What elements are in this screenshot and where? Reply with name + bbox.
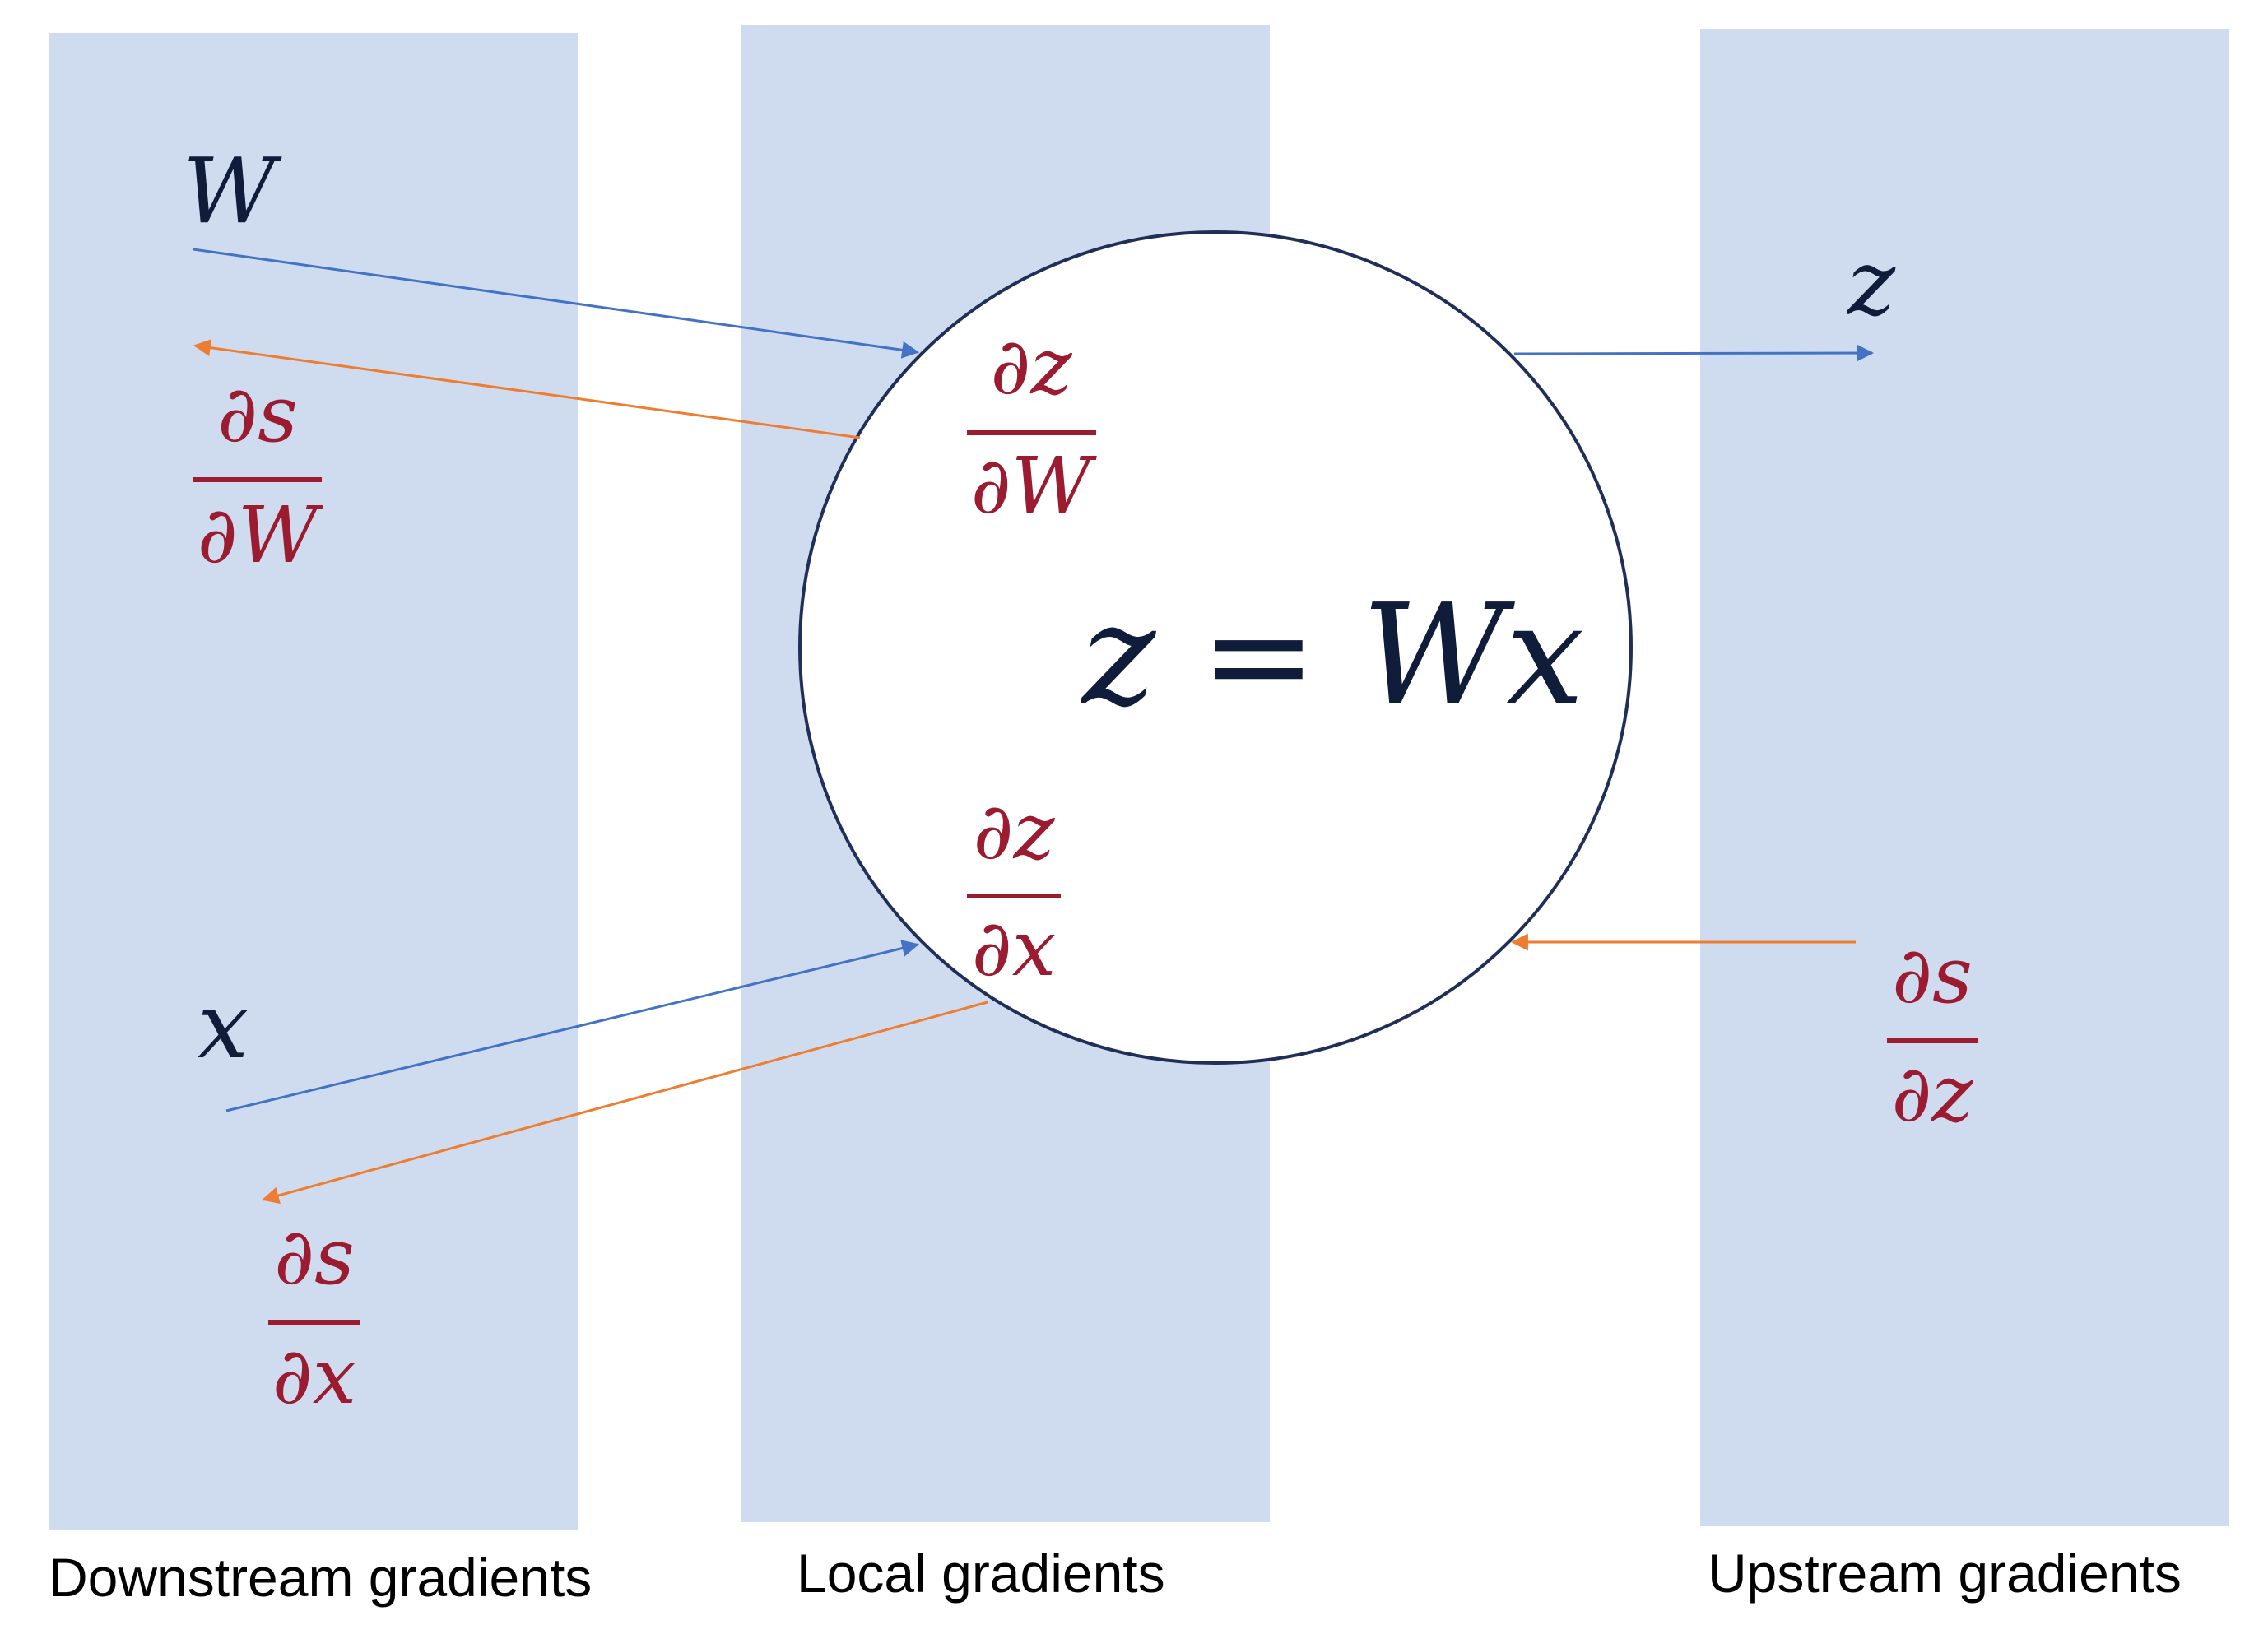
- fraction-numerator: ∂s: [1892, 931, 1973, 1021]
- input-x-label: x: [198, 973, 249, 1079]
- fraction-denominator: ∂W: [198, 490, 324, 581]
- fraction-denominator: ∂W: [971, 441, 1098, 532]
- caption-downstream: Downstream gradients: [49, 1547, 592, 1608]
- fraction-numerator: ∂s: [274, 1212, 355, 1302]
- fraction-numerator: ∂z: [973, 787, 1055, 877]
- upstream-panel: [1700, 29, 2229, 1526]
- fraction-numerator: ∂z: [990, 322, 1072, 412]
- caption-local: Local gradients: [797, 1543, 1165, 1604]
- fraction-denominator: ∂x: [272, 1331, 357, 1422]
- input-w-label: W: [183, 138, 282, 244]
- output-z-label: z: [1846, 230, 1896, 336]
- fraction-denominator: ∂z: [1891, 1049, 1973, 1140]
- caption-upstream: Upstream gradients: [1708, 1543, 2182, 1604]
- fraction-numerator: ∂s: [217, 369, 298, 460]
- node-circle: [798, 230, 1633, 1065]
- downstream-panel: [49, 33, 578, 1530]
- downstream-gradient-ds-dw: ∂s ∂W: [193, 369, 324, 581]
- forward-arrow-x: [225, 940, 920, 1112]
- backward-arrow-x: [261, 1001, 988, 1205]
- local-gradient-dz-dx: ∂z ∂x: [967, 787, 1061, 994]
- forward-arrow-z: [1513, 344, 1875, 362]
- forward-arrow-w: [193, 248, 920, 359]
- local-gradient-dz-dw: ∂z ∂W: [967, 322, 1098, 532]
- node-equation: z = Wx: [1081, 574, 1585, 737]
- upstream-gradient-ds-dz: ∂s ∂z: [1887, 931, 1978, 1140]
- backward-arrow-w: [193, 339, 861, 439]
- fraction-denominator: ∂x: [972, 903, 1057, 994]
- downstream-gradient-ds-dx: ∂s ∂x: [268, 1212, 360, 1422]
